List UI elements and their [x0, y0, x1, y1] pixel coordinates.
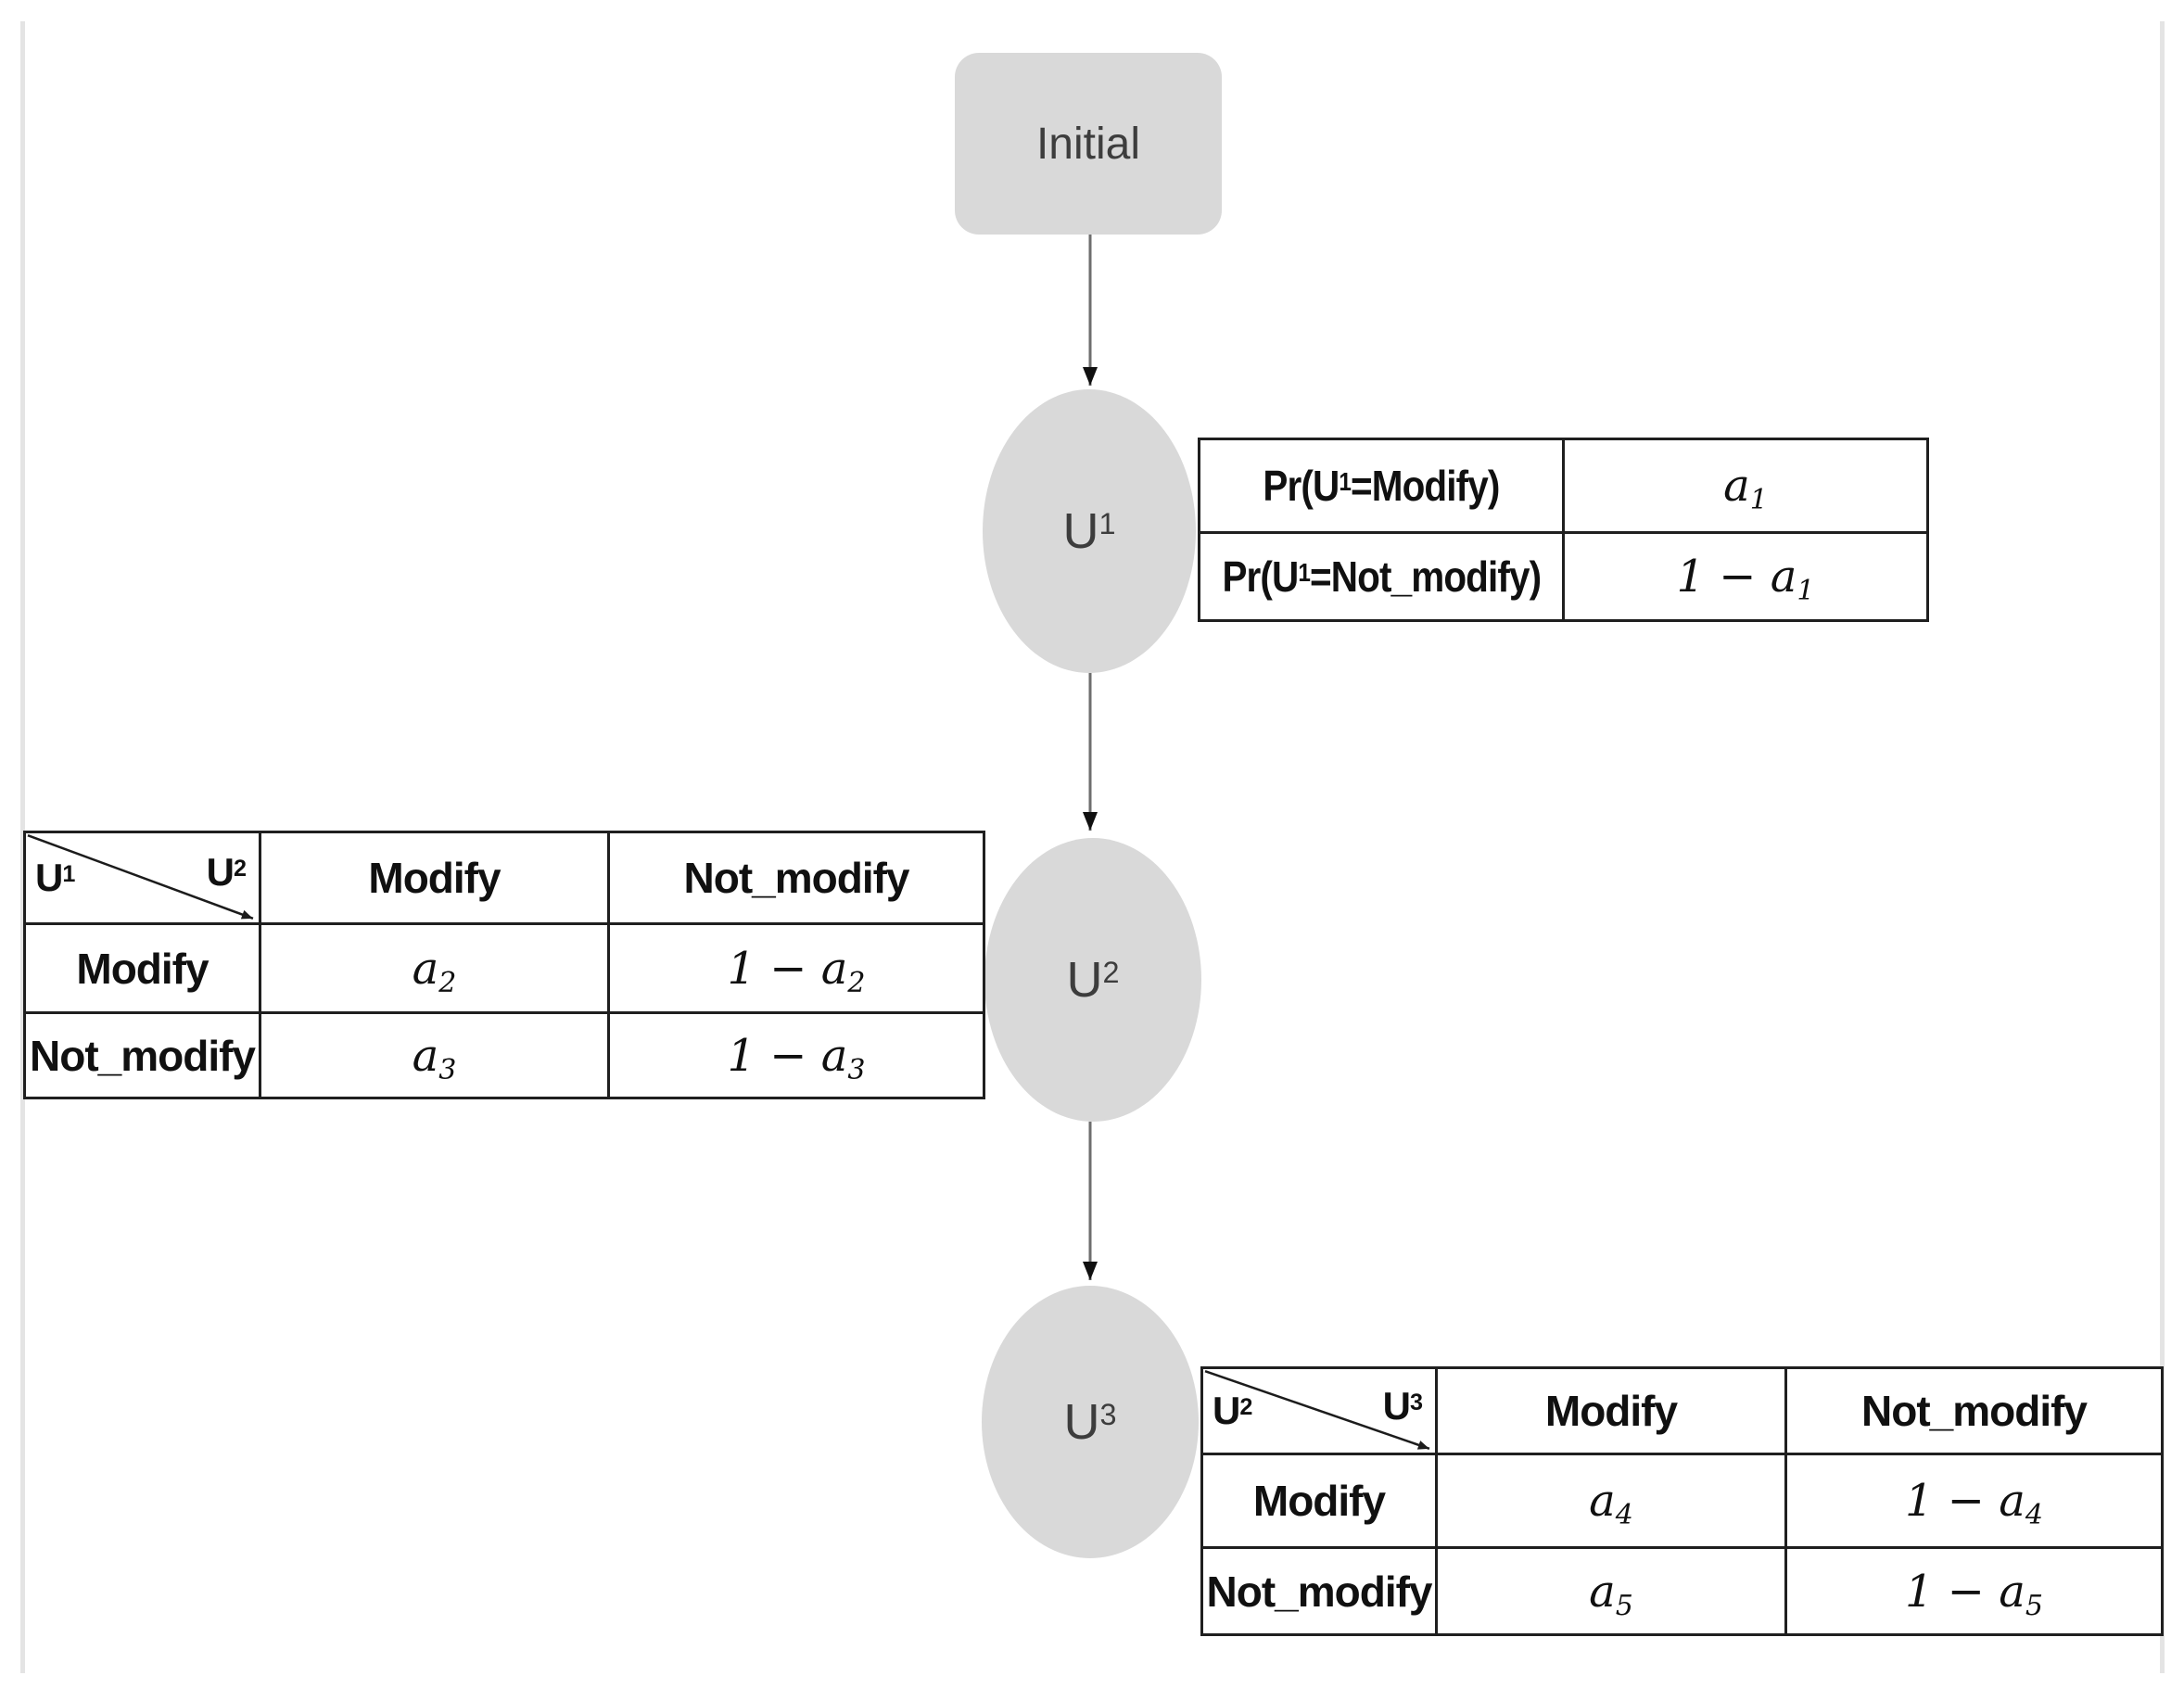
t12-row1-cell2: 1 − a2 — [607, 922, 985, 1014]
node-u1: U1 — [983, 389, 1196, 673]
t12-row-variable: U1 — [35, 856, 75, 899]
t12-diagonal-line — [27, 834, 254, 920]
node-u2-label: U2 — [1066, 952, 1120, 1008]
t12-col-variable: U2 — [206, 850, 247, 895]
t23-row2-label: Not_modify — [1200, 1546, 1438, 1636]
t12-row1-cell1: a2 — [259, 922, 610, 1014]
t23-diagonal-header-cell: U2 U3 — [1200, 1366, 1438, 1455]
t12-col-header-modify: Modify — [259, 831, 610, 925]
u2-u3-transition-table: U2 U3 Modify Not_modify Modify a4 1 − a4… — [1200, 1366, 2164, 1636]
page-left-border — [20, 21, 25, 1673]
prior-row1-value: a1 — [1562, 438, 1929, 534]
t23-row-variable: U2 — [1213, 1389, 1252, 1432]
u1-prior-table: Pr(U1=Modify) a1 Pr(U1=Not_modify) 1 − a… — [1198, 438, 1929, 622]
t23-col-variable: U3 — [1382, 1383, 1423, 1428]
t12-row2-cell2: 1 − a3 — [607, 1011, 985, 1099]
t23-row2-cell1: a5 — [1435, 1546, 1787, 1636]
t23-row1-label: Modify — [1200, 1453, 1438, 1549]
prior-row2-value: 1 − a1 — [1562, 531, 1929, 622]
node-initial-label: Initial — [1035, 119, 1141, 169]
node-u3: U3 — [982, 1286, 1199, 1558]
t23-row2-cell2: 1 − a5 — [1784, 1546, 2164, 1636]
t23-diagonal-line — [1204, 1370, 1430, 1451]
node-u2: U2 — [984, 838, 1201, 1122]
page-right-border — [2160, 21, 2165, 1673]
prior-row1-label: Pr(U1=Modify) — [1198, 438, 1565, 534]
t12-diagonal-header-cell: U1 U2 — [23, 831, 261, 925]
node-u1-label: U1 — [1062, 503, 1116, 559]
t12-col-header-not-modify: Not_modify — [607, 831, 985, 925]
node-u3-label: U3 — [1063, 1394, 1117, 1450]
t12-row2-cell1: a3 — [259, 1011, 610, 1099]
t23-col-header-not-modify: Not_modify — [1784, 1366, 2164, 1455]
t23-row1-cell2: 1 − a4 — [1784, 1453, 2164, 1549]
t23-col-header-modify: Modify — [1435, 1366, 1787, 1455]
t23-row1-cell1: a4 — [1435, 1453, 1787, 1549]
t12-row1-label: Modify — [23, 922, 261, 1014]
prior-row2-label: Pr(U1=Not_modify) — [1198, 531, 1565, 622]
t12-row2-label: Not_modify — [23, 1011, 261, 1099]
node-initial: Initial — [955, 53, 1222, 235]
u1-u2-transition-table: U1 U2 Modify Not_modify Modify a2 1 − a2… — [23, 831, 985, 1099]
